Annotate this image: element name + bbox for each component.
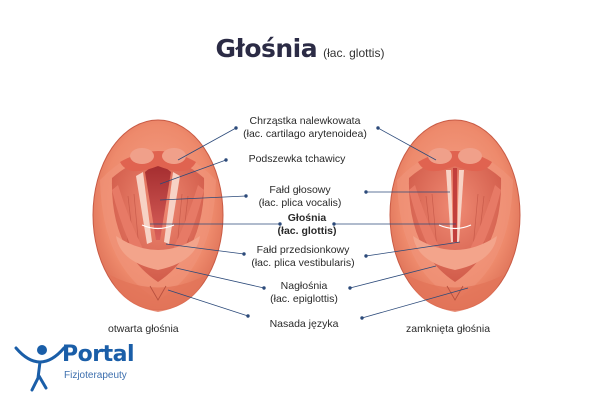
leader-lines xyxy=(150,126,469,320)
title-sub: (łac. glottis) xyxy=(323,46,385,60)
label-glottis: Głośnia (łac. glottis) xyxy=(277,212,337,237)
label-arytenoid: Chrząstka nalewkowata (łac. cartilago ar… xyxy=(243,115,367,140)
logo-figure-icon xyxy=(14,345,66,392)
logo-tagline: Fizjoterapeuty xyxy=(64,370,127,381)
logo-name: Portal xyxy=(62,342,135,367)
label-trachea-lining: Podszewka tchawicy xyxy=(248,153,346,165)
logo: Portal Fizjoterapeuty xyxy=(12,342,182,392)
label-vestibular-fold: Fałd przedsionkowy (łac. plica vestibula… xyxy=(251,244,355,269)
caption-open: otwarta głośnia xyxy=(108,323,179,335)
larynx-open xyxy=(92,119,224,312)
caption-closed: zamknięta głośnia xyxy=(406,323,491,335)
larynx-closed xyxy=(389,119,521,312)
label-epiglottis: Nagłośnia (łac. epiglottis) xyxy=(270,280,338,305)
label-tongue-root: Nasada języka xyxy=(269,318,339,330)
label-vocal-fold: Fałd głosowy (łac. plica vocalis) xyxy=(258,184,342,209)
title: Głośnia (łac. glottis) xyxy=(0,34,600,63)
title-main: Głośnia xyxy=(215,34,318,63)
